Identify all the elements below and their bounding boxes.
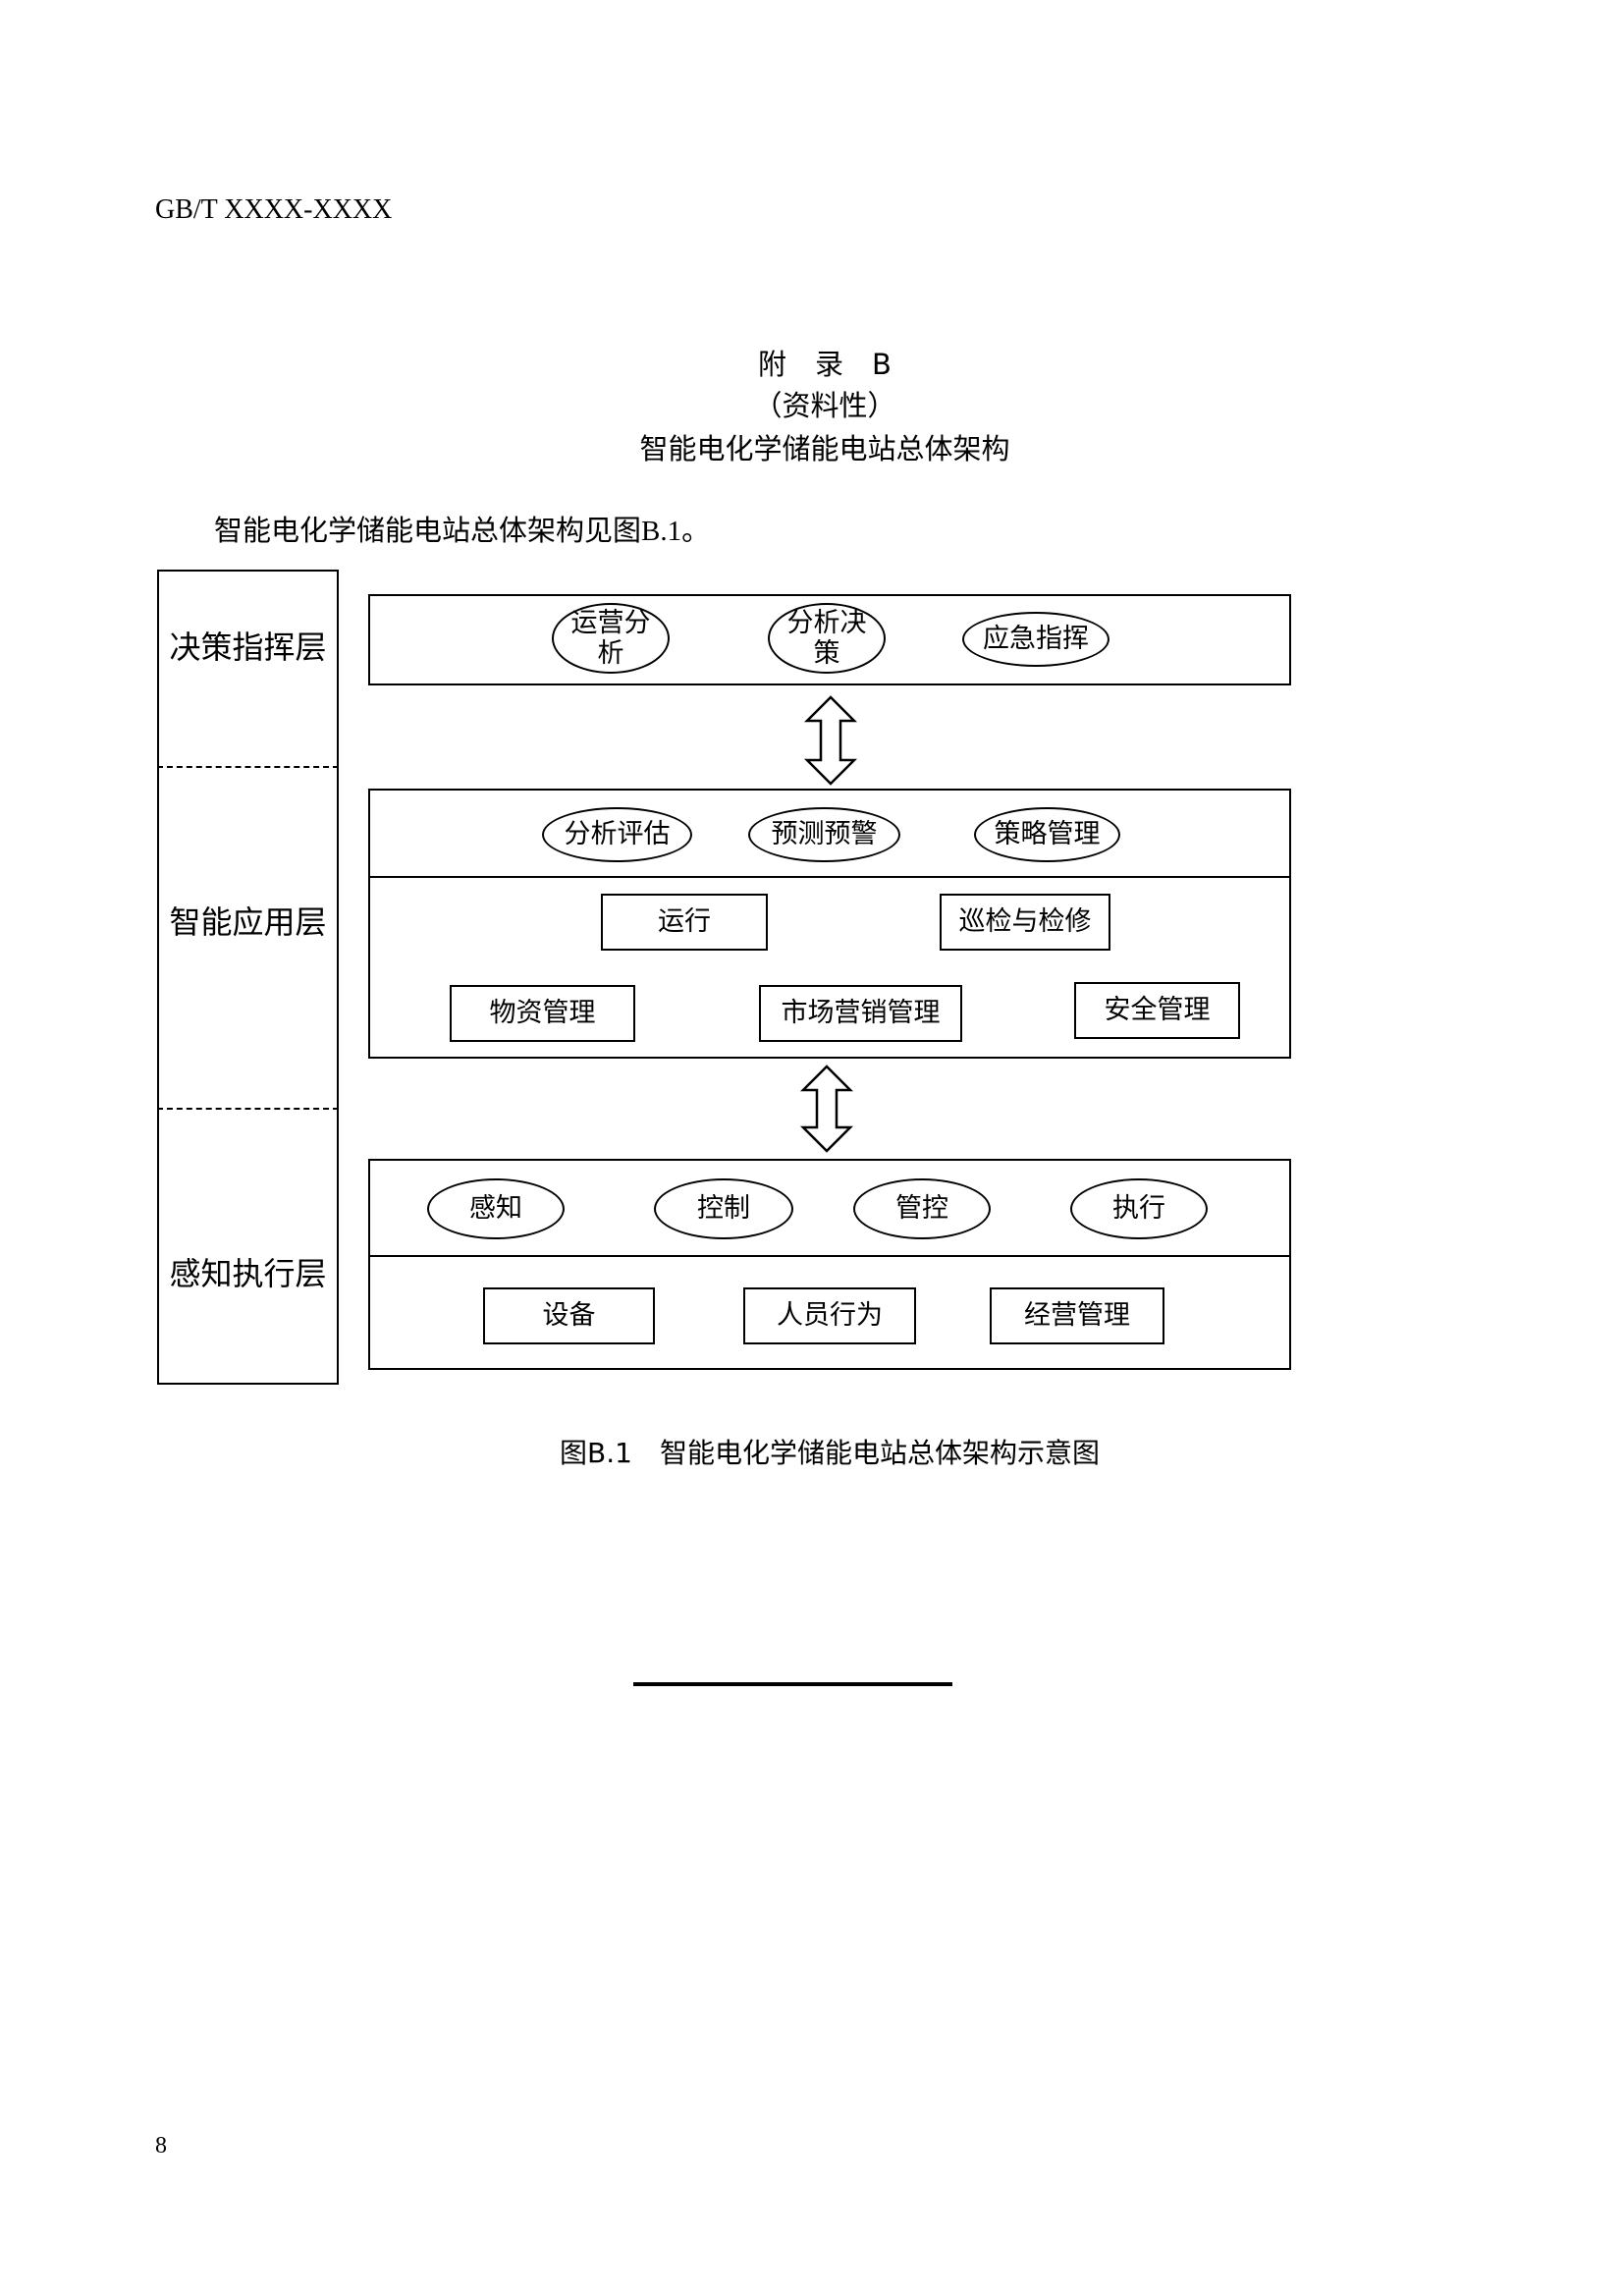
node-safety-management: 安全管理 bbox=[1074, 982, 1240, 1039]
node-emergency-command: 应急指挥 bbox=[962, 612, 1109, 667]
node-marketing-management: 市场营销管理 bbox=[759, 985, 962, 1042]
layer-column bbox=[157, 570, 339, 1385]
bidirectional-arrow-icon bbox=[799, 1065, 854, 1153]
node-ops-analysis: 运营分析 bbox=[552, 603, 670, 674]
node-label: 分析决策 bbox=[786, 607, 867, 669]
layer-divider bbox=[157, 766, 339, 768]
layer-label-perception: 感知执行层 bbox=[169, 1255, 327, 1292]
end-rule bbox=[633, 1682, 952, 1686]
node-strategy-management: 策略管理 bbox=[974, 807, 1120, 862]
node-inspection-maintenance: 巡检与检修 bbox=[940, 894, 1110, 951]
node-analysis-evaluation: 分析评估 bbox=[542, 807, 692, 862]
intro-paragraph: 智能电化学储能电站总体架构见图B.1。 bbox=[214, 516, 711, 547]
page-number: 8 bbox=[155, 2133, 167, 2159]
node-equipment: 设备 bbox=[483, 1287, 655, 1344]
application-divider bbox=[368, 876, 1291, 878]
layer-label-decision: 决策指挥层 bbox=[169, 629, 327, 666]
doc-code: GB/T XXXX-XXXX bbox=[155, 194, 393, 225]
node-operation: 运行 bbox=[601, 894, 768, 951]
layer-label-application: 智能应用层 bbox=[169, 903, 327, 941]
node-personnel-behavior: 人员行为 bbox=[743, 1287, 916, 1344]
bidirectional-arrow-icon bbox=[803, 695, 858, 786]
node-supervision: 管控 bbox=[853, 1178, 991, 1239]
appendix-title: 智能电化学储能电站总体架构 bbox=[639, 432, 1010, 465]
node-execution: 执行 bbox=[1070, 1178, 1208, 1239]
node-forecast-warning: 预测预警 bbox=[748, 807, 900, 862]
appendix-label: 附 录 B bbox=[758, 348, 892, 381]
appendix-type: （资料性） bbox=[753, 389, 896, 422]
figure-caption: 图B.1 智能电化学储能电站总体架构示意图 bbox=[560, 1437, 1100, 1469]
node-control: 控制 bbox=[654, 1178, 793, 1239]
perception-divider bbox=[368, 1255, 1291, 1257]
node-perception: 感知 bbox=[427, 1178, 565, 1239]
node-analysis-decision: 分析决策 bbox=[768, 603, 886, 674]
layer-divider bbox=[157, 1108, 339, 1110]
node-business-management: 经营管理 bbox=[990, 1287, 1164, 1344]
node-material-management: 物资管理 bbox=[450, 985, 635, 1042]
node-label: 运营分析 bbox=[570, 607, 651, 669]
